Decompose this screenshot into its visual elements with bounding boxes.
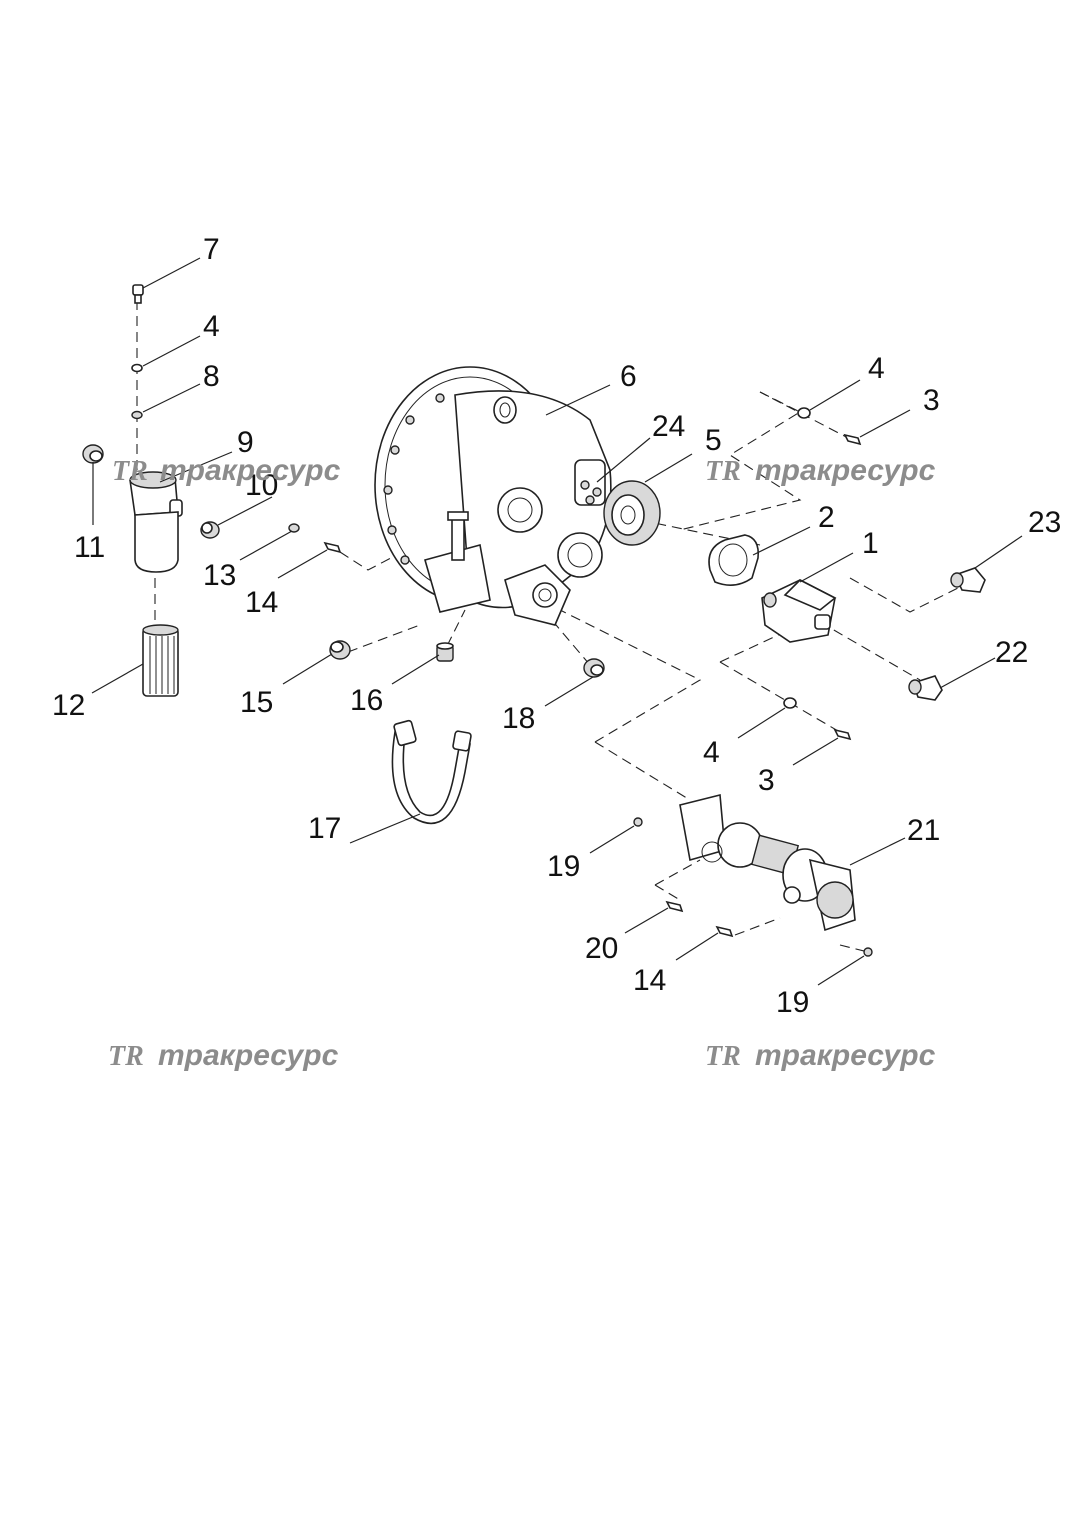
elbow-fitting-23	[950, 567, 986, 593]
callout-11: 11	[74, 531, 105, 564]
bolt-3-right-low	[833, 728, 852, 741]
callout-10: 10	[245, 469, 278, 502]
watermark-logo: TR	[108, 1041, 144, 1072]
callout-24: 24	[652, 410, 685, 443]
watermark-logo: TR	[705, 456, 741, 487]
pump-1	[761, 579, 837, 643]
watermark-text: тракресурс	[160, 454, 341, 487]
callout-22: 22	[995, 636, 1028, 669]
valve-assembly-21	[679, 793, 856, 932]
callout-13: 13	[203, 559, 236, 592]
watermark-bottom-left: TR тракресурс	[108, 1039, 339, 1072]
bolt-7	[132, 284, 144, 304]
adapter-16	[436, 642, 454, 662]
callout-23: 23	[1028, 506, 1061, 539]
callout-14-left: 14	[245, 586, 278, 619]
callout-16: 16	[350, 684, 383, 717]
callout-19-lower: 19	[776, 986, 809, 1019]
callout-7: 7	[203, 233, 220, 266]
plug-18	[583, 658, 605, 678]
nut-19-lower	[863, 947, 873, 957]
callout-2: 2	[818, 501, 835, 534]
bolt-14-lower	[715, 925, 734, 938]
watermark-text: тракресурс	[158, 1039, 339, 1072]
callout-18: 18	[502, 702, 535, 735]
callout-15: 15	[240, 686, 273, 719]
callout-14-lower: 14	[633, 964, 666, 997]
bolt-3-right-top	[843, 433, 862, 446]
callout-1: 1	[862, 527, 879, 560]
watermark-logo: TR	[705, 1041, 741, 1072]
watermark-logo: TR	[112, 456, 148, 487]
callout-labels: 7 4 8 9 10 11 12 13 14 15 16 17 18 6 24 …	[52, 233, 1061, 1019]
plug-11	[82, 444, 104, 464]
filter-element-12	[142, 624, 179, 697]
plug-10	[200, 521, 220, 539]
o-ring-8	[131, 410, 143, 420]
watermark-bottom-right: TR тракресурс	[705, 1039, 936, 1072]
callout-12: 12	[52, 689, 85, 722]
washer-4-right-low	[783, 697, 797, 709]
callout-8: 8	[203, 360, 220, 393]
callout-4-right-low: 4	[703, 736, 720, 769]
filter-bowl	[134, 511, 179, 573]
watermark-top-right: TR тракресурс	[705, 454, 936, 487]
callout-9: 9	[237, 426, 254, 459]
transmission-housing-6	[374, 366, 612, 626]
o-ring-13	[288, 523, 300, 533]
bolt-14-left	[323, 541, 342, 554]
callout-3-right-top: 3	[923, 384, 940, 417]
callout-17: 17	[308, 812, 341, 845]
callout-19-top: 19	[547, 850, 580, 883]
callout-3-right-low: 3	[758, 764, 775, 797]
callout-6: 6	[620, 360, 637, 393]
bolt-20	[665, 900, 684, 913]
gasket-2	[708, 534, 760, 586]
parts	[82, 284, 986, 957]
watermark-text: тракресурс	[755, 1039, 936, 1072]
elbow-fitting-22	[908, 675, 943, 701]
watermark-top-left: TR тракресурс	[112, 454, 341, 487]
hose-17	[391, 719, 472, 824]
studs-24	[580, 480, 602, 505]
callout-4-right-top: 4	[868, 352, 885, 385]
leader-lines	[91, 257, 1023, 986]
watermark-text: тракресурс	[755, 454, 936, 487]
coupling-5	[603, 480, 661, 546]
callout-21: 21	[907, 814, 940, 847]
plug-15	[329, 640, 351, 660]
washer-4-top	[131, 363, 143, 373]
callout-4-top: 4	[203, 310, 220, 343]
callout-20: 20	[585, 932, 618, 965]
callout-5: 5	[705, 424, 722, 457]
washer-4-right-top	[797, 407, 811, 419]
nut-19-top	[633, 817, 643, 827]
